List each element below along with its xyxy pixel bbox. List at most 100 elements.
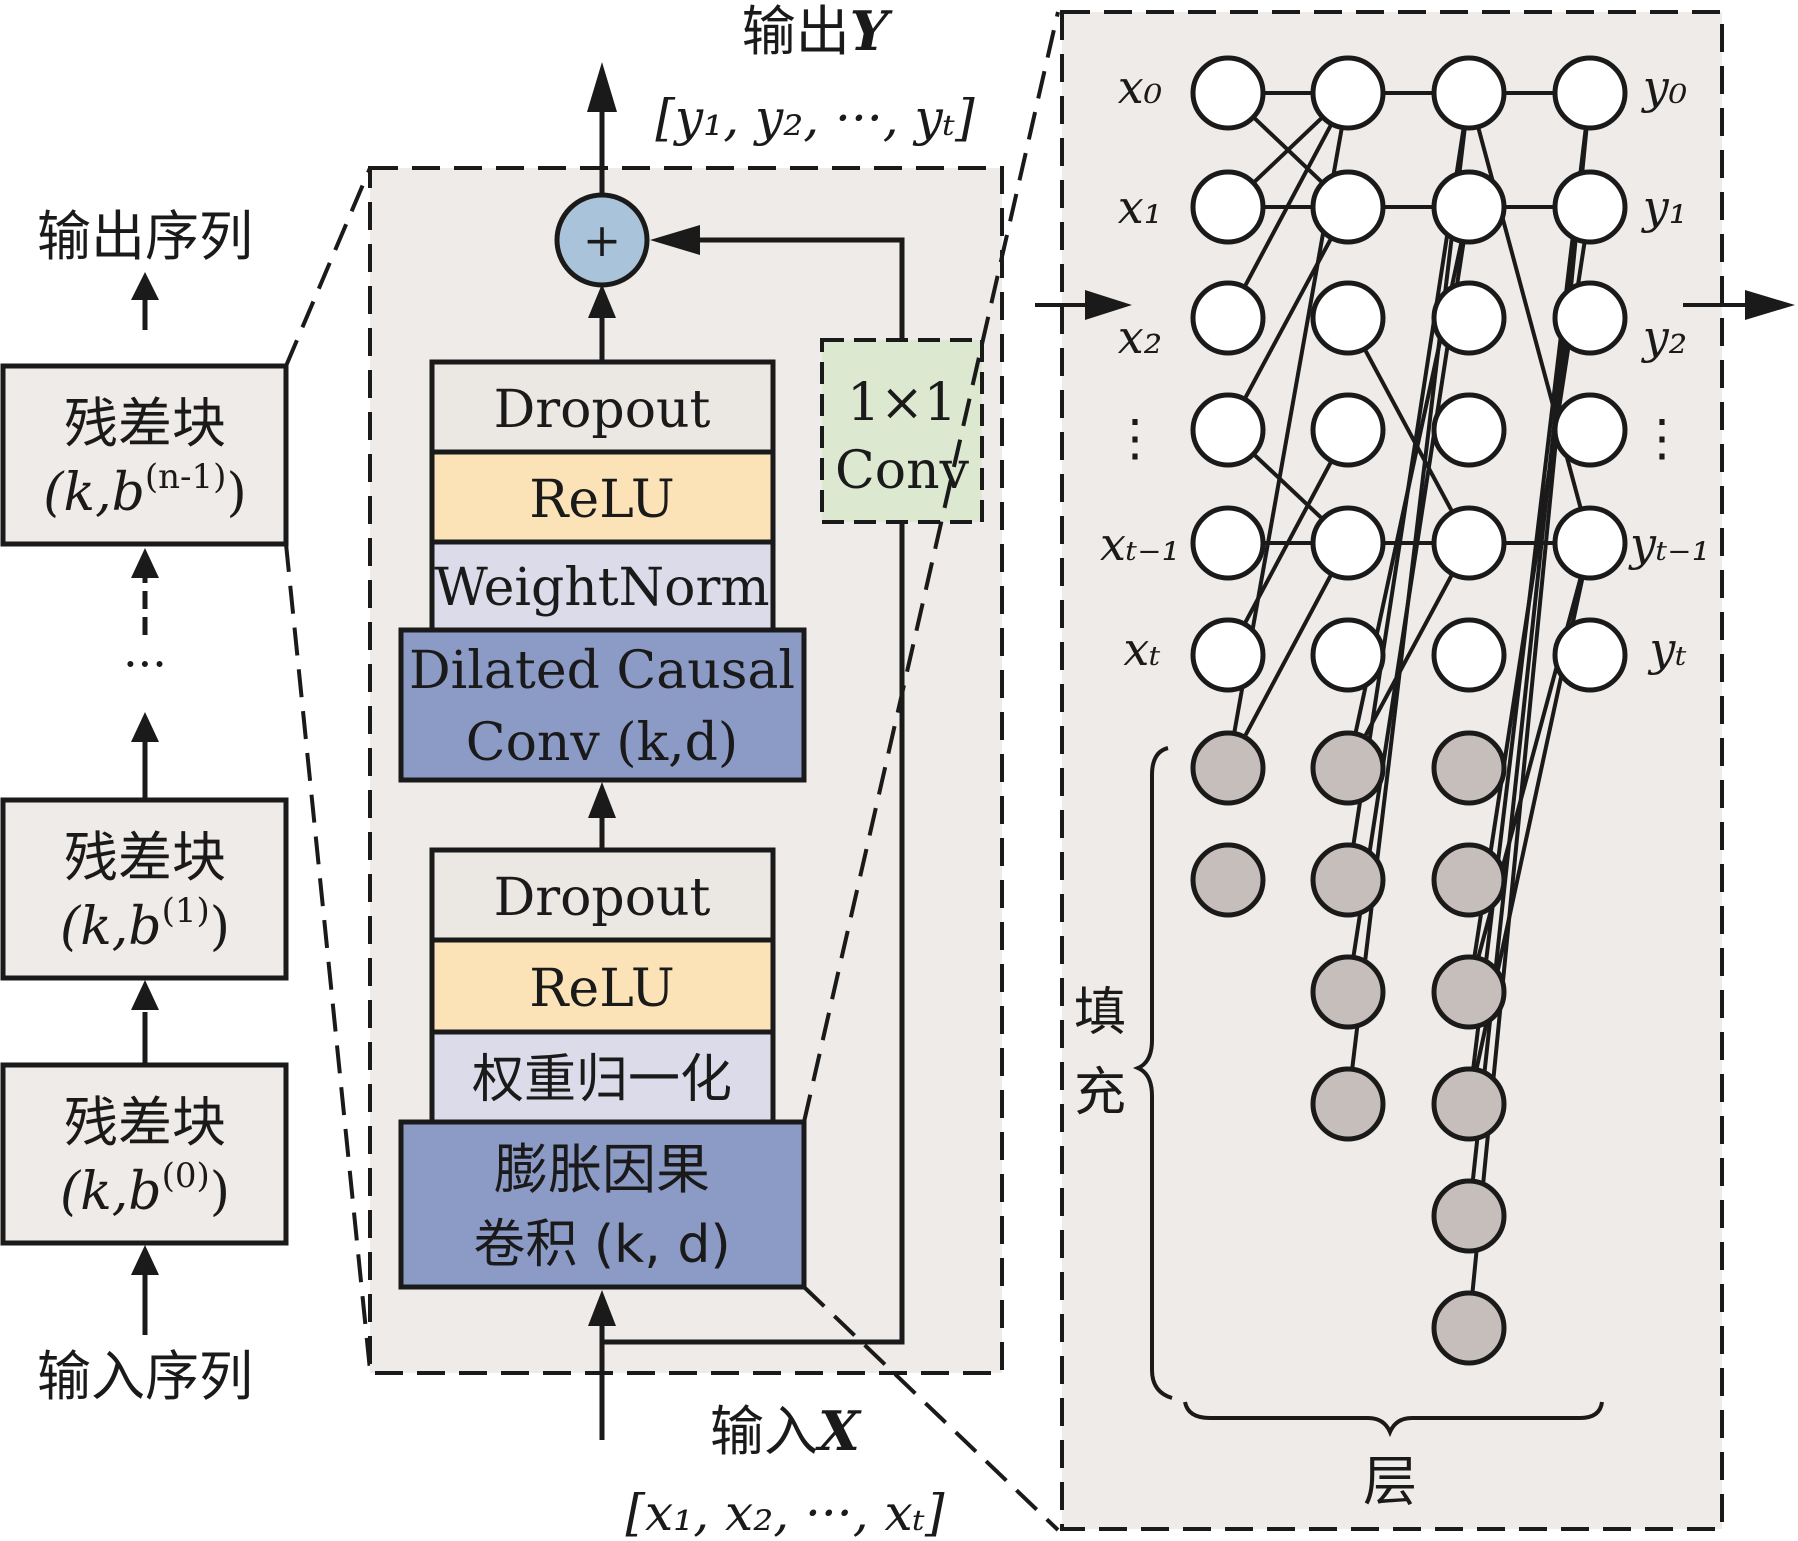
input-label-x1: x₁ (1118, 180, 1162, 234)
dropout-label: Dropout (494, 380, 711, 440)
weightnorm-label: WeightNorm (434, 558, 769, 618)
layer-brace (1183, 1401, 1604, 1438)
network-panel (1060, 10, 1724, 1531)
dilated-causal-conv-label: 膨胀因果 (494, 1138, 710, 1201)
network-node (1190, 55, 1266, 131)
network-node (1552, 505, 1628, 581)
arrow-head (588, 782, 616, 818)
network-node (1190, 169, 1266, 245)
zoom-line (802, 11, 1060, 1123)
padding-node (1431, 1066, 1507, 1142)
input-label-xt-1: xₜ₋₁ (1100, 517, 1180, 571)
zoom-line (284, 167, 372, 367)
skip-connection (602, 522, 905, 1345)
network-node (1431, 169, 1507, 245)
padding-node (1431, 954, 1507, 1030)
input-sequence-label: 输入序列 (37, 1345, 253, 1408)
network-node (1431, 617, 1507, 693)
input-sequence-vector: [x₁, x₂, ···, xₜ] (625, 1484, 945, 1541)
network-node (1552, 392, 1628, 468)
arrow-head (131, 272, 159, 300)
arrow-head (650, 225, 700, 255)
dropout-label: Dropout (494, 868, 711, 928)
network-node (1310, 55, 1386, 131)
output-sequence-label: 输出序列 (37, 205, 253, 268)
arrow-head (1745, 290, 1795, 320)
output-label-y1: y₁ (1641, 180, 1687, 234)
network-node (1552, 169, 1628, 245)
residual-block-n-1: 残差块 (k,b(n-1)) (0, 363, 289, 547)
input-label-xt: xₜ (1123, 622, 1160, 676)
network-node (1310, 280, 1386, 356)
svg-text:残差块: 残差块 (64, 1091, 226, 1154)
left-column: 输出序列 ··· 残差块 (k,b(n-1)) 残差块 (k,b(1)) 残差块 (0, 205, 289, 1408)
network-node (1552, 617, 1628, 693)
zoom-line (802, 1285, 1060, 1532)
input-label-ellipsis: ⋮ (1110, 409, 1160, 467)
network-edge (1226, 542, 1350, 769)
padding-node (1310, 954, 1386, 1030)
residual-block-1: 残差块 (k,b(1)) (0, 797, 289, 981)
arrow-head (131, 1245, 159, 1275)
arrow-head (588, 1290, 616, 1326)
padding-node (1190, 730, 1266, 806)
arrow-head (587, 62, 617, 112)
network-node (1310, 169, 1386, 245)
input-x-label: 输入X (710, 1399, 862, 1463)
zoom-line (284, 543, 372, 1371)
network-edge (1346, 542, 1471, 769)
dilated-causal-conv-params: 卷积 (k, d) (473, 1215, 730, 1275)
plus-sign: + (583, 213, 622, 267)
arrow-head (131, 548, 159, 578)
conv-1x1-box (820, 338, 984, 524)
ellipsis: ··· (123, 637, 167, 691)
output-y-label: 输出Y (742, 0, 893, 63)
output-label-y2: y₂ (1641, 310, 1687, 364)
residual-block-0: 残差块 (k,b(0)) (0, 1062, 289, 1246)
arrow-head (131, 980, 159, 1010)
network-node (1431, 280, 1507, 356)
network-node (1310, 392, 1386, 468)
network-edge (1226, 206, 1350, 431)
network-edge (1467, 92, 1592, 544)
output-sequence-vector: [y₁, y₂, ···, yₜ] (655, 89, 975, 147)
padding-node (1431, 1178, 1507, 1254)
upper-layer-stack: Dropout ReLU WeightNorm Dilated Causal C… (398, 359, 807, 783)
network-edge (1226, 429, 1350, 656)
svg-text:残差块: 残差块 (64, 392, 226, 455)
padding-label-2: 充 (1074, 1063, 1126, 1123)
skip-connection (700, 237, 905, 340)
dilated-conv-label: Dilated Causal (409, 641, 795, 701)
network-edge (1226, 92, 1350, 319)
network-node (1190, 505, 1266, 581)
network-node (1190, 280, 1266, 356)
padding-node (1310, 1066, 1386, 1142)
svg-text:残差块: 残差块 (64, 826, 226, 889)
output-label-yt: yₜ (1647, 622, 1686, 676)
network-node (1431, 505, 1507, 581)
network-node (1190, 617, 1266, 693)
padding-node (1310, 730, 1386, 806)
network-node (1431, 392, 1507, 468)
padding-brace (1132, 746, 1173, 1400)
padding-label-1: 填 (1074, 983, 1126, 1043)
arrow-head (131, 712, 159, 742)
padding-node (1431, 842, 1507, 918)
lower-layer-stack: Dropout ReLU 权重归一化 膨胀因果 卷积 (k, d) (398, 847, 807, 1290)
padding-node (1190, 842, 1266, 918)
network-node (1190, 392, 1266, 468)
network-node (1552, 55, 1628, 131)
output-label-y0: y₀ (1641, 60, 1687, 114)
output-label-ellipsis: ⋮ (1637, 409, 1687, 467)
network-node (1431, 55, 1507, 131)
network-edge (1346, 92, 1471, 1105)
svg-text:(k,b(n-1)): (k,b(n-1)) (43, 457, 246, 523)
dilated-conv-params: Conv (k,d) (466, 713, 738, 773)
weight-normalization-label: 权重归一化 (472, 1050, 732, 1110)
network-node (1310, 617, 1386, 693)
network-edge (1467, 542, 1592, 993)
network-node (1310, 505, 1386, 581)
input-label-x0: x₀ (1118, 60, 1162, 114)
network-node (1552, 280, 1628, 356)
